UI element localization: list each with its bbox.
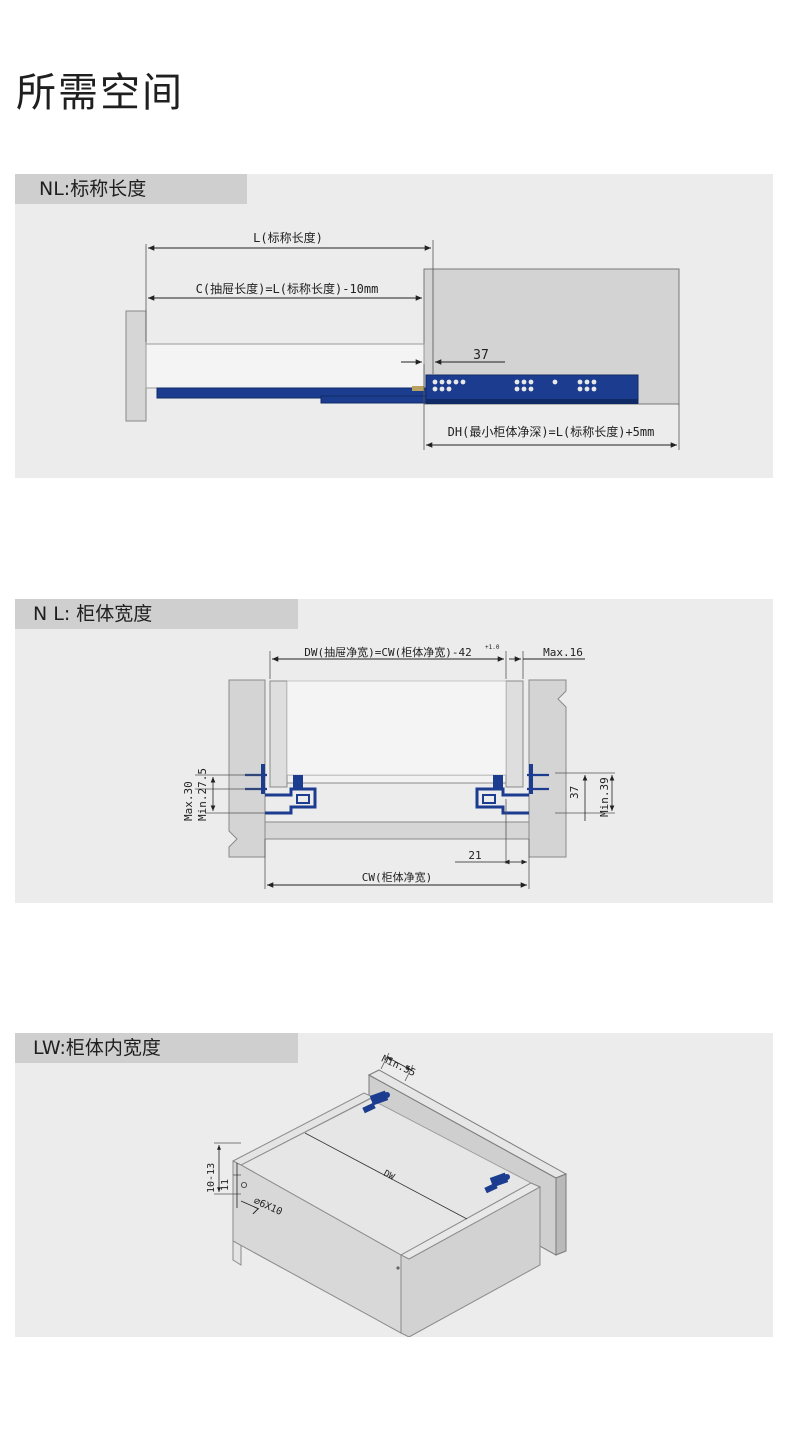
cabinet-bottom-board — [264, 821, 530, 840]
min275-label: Min.27.5 — [196, 768, 209, 821]
max30-label: Max.30 — [182, 781, 195, 821]
rear-bracket-right — [484, 1172, 510, 1194]
gap-37-label: 37 — [473, 348, 489, 363]
nominal-length-panel: L(标称长度) C(抽屉长度)=L(标称长度)-10mm 37 DH(最小柜体净… — [15, 174, 773, 478]
max16-label: Max.16 — [543, 646, 583, 659]
cw-dimension-label: CW(柜体净宽) — [362, 870, 433, 884]
min39-label: Min.39 — [598, 777, 611, 817]
inner-width-panel: DW Min.55 10-13 11 ⌀6X10 7 LW:柜体内宽度 — [15, 1033, 773, 1337]
d37-label: 37 — [568, 786, 581, 799]
drawer-left-side — [269, 680, 288, 788]
d1013-label: 10-13 — [206, 1163, 217, 1193]
section-tag-inner-width: LW:柜体内宽度 — [15, 1033, 298, 1063]
left-cabinet-wall — [228, 679, 266, 858]
dw-label: DW — [382, 1169, 397, 1183]
section-tag-cabinet-width: N L: 柜体宽度 — [15, 599, 298, 629]
d7-label: 7 — [250, 1206, 260, 1219]
section-tag-nominal-length: NL:标称长度 — [15, 174, 247, 204]
inner-width-diagram: DW Min.55 10-13 11 ⌀6X10 7 — [206, 1052, 568, 1337]
nominal-length-diagram: L(标称长度) C(抽屉长度)=L(标称长度)-10mm 37 DH(最小柜体净… — [125, 230, 680, 450]
dh-dimension-label: DH(最小柜体净深)=L(标称长度)+5mm — [448, 424, 655, 439]
rear-bracket-left — [362, 1090, 390, 1114]
page-title: 所需空间 — [16, 70, 184, 116]
cabinet-width-diagram: DW(抽屉净宽)=CW(柜体净宽)-42 +1.0 Max.16 Max.30 … — [182, 644, 615, 889]
cabinet-width-panel: DW(抽屉净宽)=CW(柜体净宽)-42 +1.0 Max.16 Max.30 … — [15, 599, 773, 903]
dw-tolerance-label: +1.0 — [485, 644, 500, 651]
left-rail-profile — [265, 787, 317, 815]
d21-label: 21 — [468, 849, 481, 862]
dw-dimension-label: DW(抽屉净宽)=CW(柜体净宽)-42 — [304, 645, 471, 659]
drawer-bottom — [286, 774, 507, 784]
right-cabinet-wall — [528, 679, 567, 858]
c-dimension-label: C(抽屉长度)=L(标称长度)-10mm — [196, 281, 379, 296]
d11-label: 11 — [220, 1179, 231, 1191]
right-rail-profile — [475, 787, 529, 815]
middle-rail — [320, 395, 437, 404]
drawer-body — [145, 343, 425, 389]
l-dimension-label: L(标称长度) — [253, 230, 323, 245]
drawer-front — [125, 310, 147, 422]
drawer-right-side — [505, 680, 524, 788]
dw-line — [304, 1132, 468, 1220]
